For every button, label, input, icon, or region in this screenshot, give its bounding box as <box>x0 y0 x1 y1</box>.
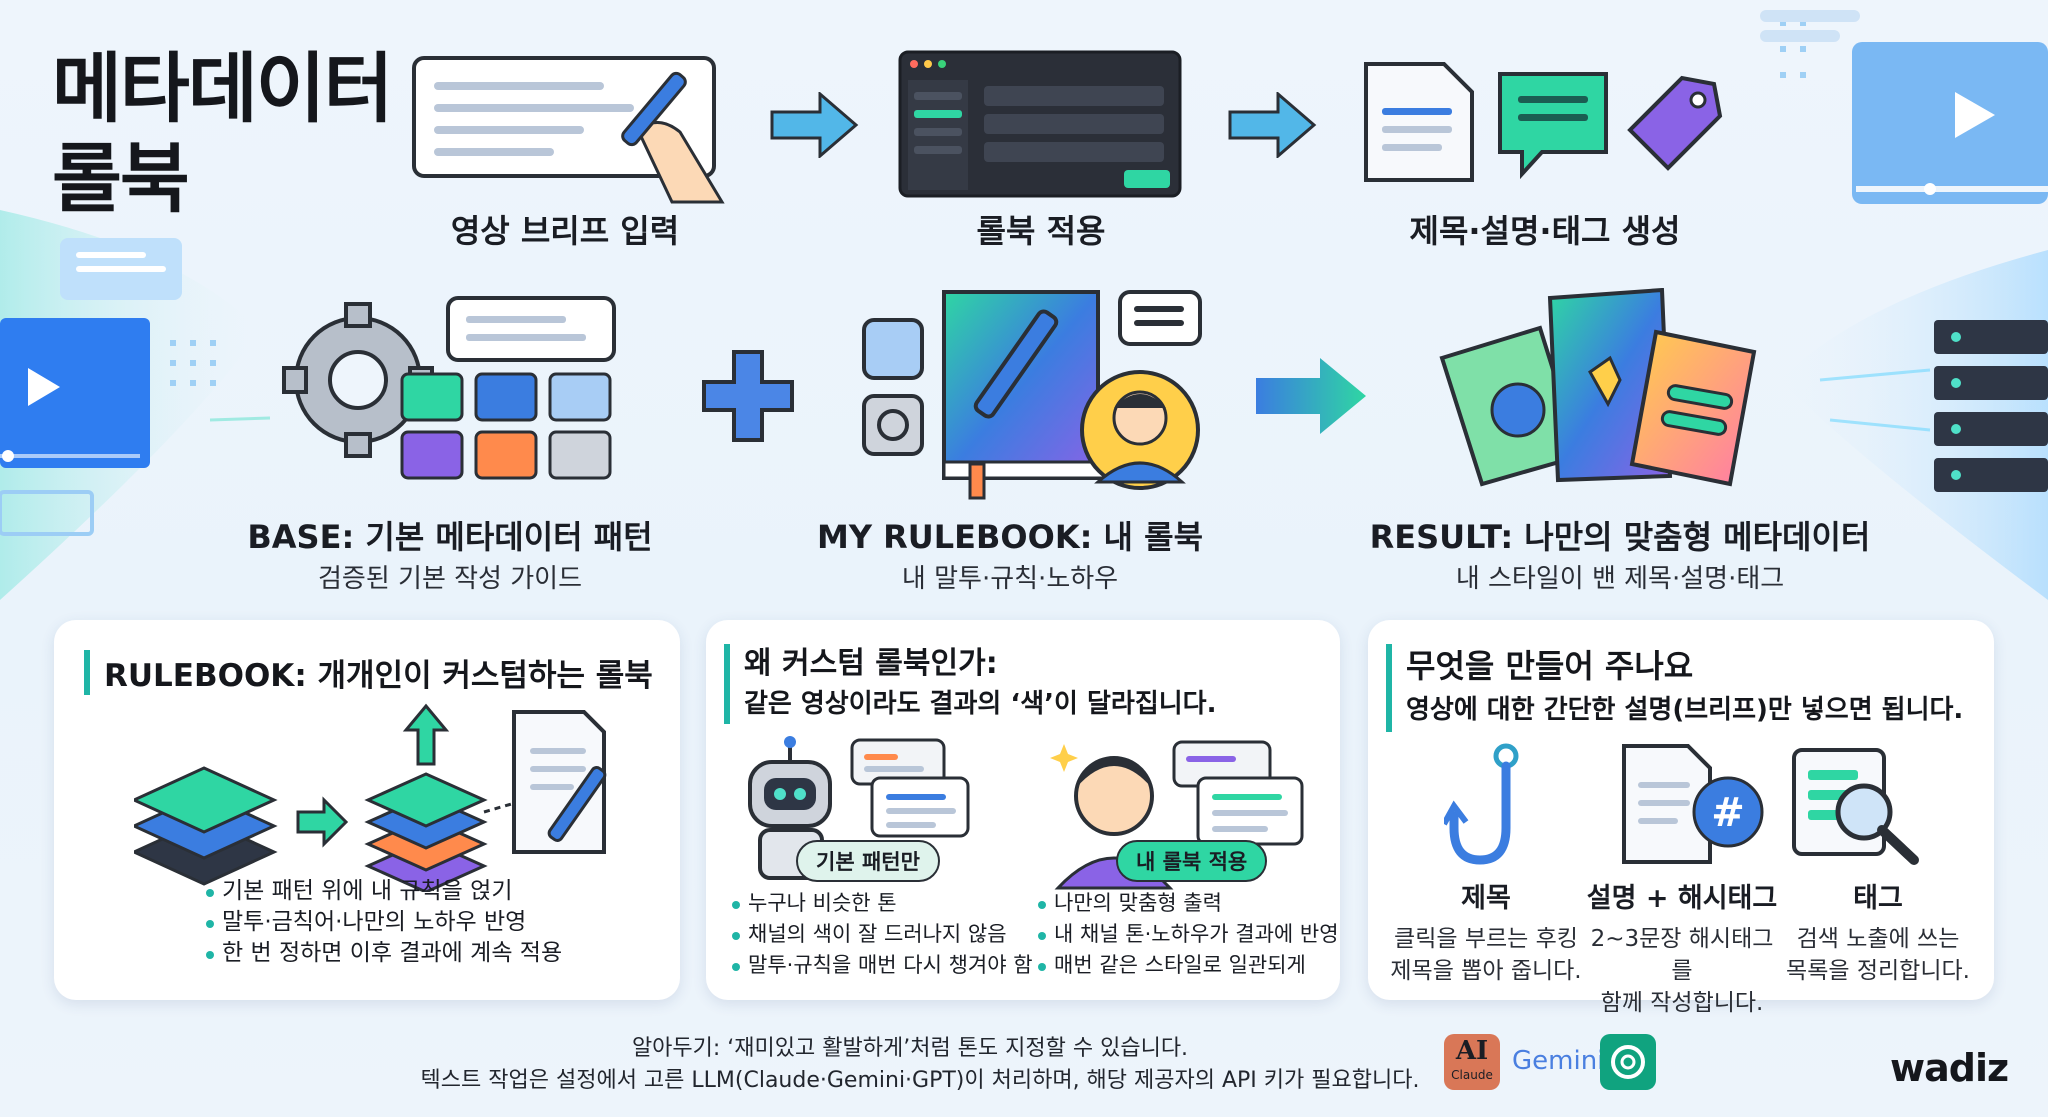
footnote-llm: 텍스트 작업은 설정에서 고른 LLM(Claude·Gemini·GPT)이 … <box>420 1068 1420 1093</box>
rulebook-app-window-icon <box>898 50 1182 198</box>
svg-text:#: # <box>1711 790 1745 836</box>
step-rulebook-label: 롤북 적용 <box>976 212 1106 250</box>
basic-pattern-label: 기본 패턴만 <box>796 840 940 882</box>
my-rulebook-title: MY RULEBOOK: 내 롤북 <box>816 518 1204 556</box>
feature-title-column: 제목 클릭을 부르는 후킹 제목을 뽑아 줍니다. <box>1390 883 1582 984</box>
hashtag-document-icon: # <box>1622 744 1764 864</box>
robot-icon <box>748 736 970 880</box>
layers-document-icon <box>134 703 607 892</box>
card-why-custom-title: 왜 커스텀 롤북인가: 같은 영상이라도 결과의 ‘색’이 달라집니다. <box>724 644 1216 724</box>
claude-logo: AI Claude <box>1444 1034 1500 1090</box>
gradient-arrow-icon <box>1256 358 1366 434</box>
list-item: 말투·규칙을 매번 다시 챙겨야 함 <box>730 950 1033 981</box>
base-title: BASE: 기본 메타데이터 패턴 <box>247 518 653 556</box>
gemini-logo: Gemini <box>1512 1046 1605 1076</box>
arrow-right-icon <box>1228 92 1317 158</box>
list-item: 나만의 맞춤형 출력 <box>1036 888 1339 919</box>
list-item: 채널의 색이 잘 드러나지 않음 <box>730 919 1033 950</box>
wadiz-logo: wadiz <box>1890 1046 2009 1090</box>
hook-icon <box>1444 743 1519 865</box>
person-icon <box>1050 740 1304 890</box>
my-rulebook-label: 내 롤북 적용 <box>1116 840 1268 882</box>
my-rulebook-bullets: 나만의 맞춤형 출력 내 채널 톤·노하우가 결과에 반영 매번 같은 스타일로… <box>1036 888 1339 981</box>
basic-pattern-bullets: 누구나 비슷한 톤 채널의 색이 잘 드러나지 않음 말투·규칙을 매번 다시 … <box>730 888 1033 981</box>
list-item: 내 채널 톤·노하우가 결과에 반영 <box>1036 919 1339 950</box>
step-brief-label: 영상 브리프 입력 <box>450 212 680 250</box>
footnote-tone: 알아두기: ‘재미있고 활발하게’처럼 톤도 지정할 수 있습니다. <box>631 1036 1189 1061</box>
page-title: 메타데이터 롤북 <box>52 44 394 223</box>
list-item: 누구나 비슷한 톤 <box>730 888 1033 919</box>
result-subtitle: 내 스타일이 밴 제목·설명·태그 <box>1455 564 1785 594</box>
rulebook-book-icon <box>862 290 1202 500</box>
feature-description-column: 설명 + 해시태그 2~3문장 해시태그를 함께 작성합니다. <box>1586 883 1778 1016</box>
card-what-it-makes: 무엇을 만들어 주나요 영상에 대한 간단한 설명(브리프)만 넣으면 됩니다.… <box>1368 620 1994 1016</box>
result-snack-packs-icon <box>1439 288 1757 487</box>
feature-tags-column: 태그 검색 노출에 쓰는 목록을 정리합니다. <box>1786 883 1970 984</box>
tag-list-search-icon <box>1792 748 1919 865</box>
arrow-right-icon <box>770 92 859 158</box>
list-item: 한 번 정하면 이후 결과에 계속 적용 <box>204 938 562 969</box>
list-item: 매번 같은 스타일로 일관되게 <box>1036 950 1339 981</box>
card-why-custom: 왜 커스텀 롤북인가: 같은 영상이라도 결과의 ‘색’이 달라집니다. 기본 … <box>706 620 1340 1000</box>
card-rulebook-title: RULEBOOK: 개개인이 커스텀하는 롤북 <box>84 650 653 695</box>
card-what-it-makes-title: 무엇을 만들어 주나요 영상에 대한 간단한 설명(브리프)만 넣으면 됩니다. <box>1386 644 1963 732</box>
gear-grid-icon <box>282 296 616 480</box>
card-rulebook-bullets: 기본 패턴 위에 내 규칙을 얹기 말투·금칙어·나만의 노하우 반영 한 번 … <box>204 876 562 969</box>
brief-document-icon <box>412 56 725 204</box>
list-item: 기본 패턴 위에 내 규칙을 얹기 <box>204 876 562 907</box>
my-rulebook-subtitle: 내 말투·규칙·노하우 <box>901 564 1119 594</box>
plus-icon <box>702 350 794 442</box>
step-generate-label: 제목·설명·태그 생성 <box>1409 212 1681 250</box>
list-item: 말투·금칙어·나만의 노하우 반영 <box>204 907 562 938</box>
result-title: RESULT: 나만의 맞춤형 메타데이터 <box>1369 518 1871 556</box>
openai-logo-icon <box>1600 1034 1656 1090</box>
document-chat-tag-icons <box>1364 62 1723 182</box>
base-subtitle: 검증된 기본 작성 가이드 <box>318 564 582 594</box>
card-rulebook: RULEBOOK: 개개인이 커스텀하는 롤북 기본 패턴 위에 내 규칙을 얹… <box>54 620 680 1000</box>
